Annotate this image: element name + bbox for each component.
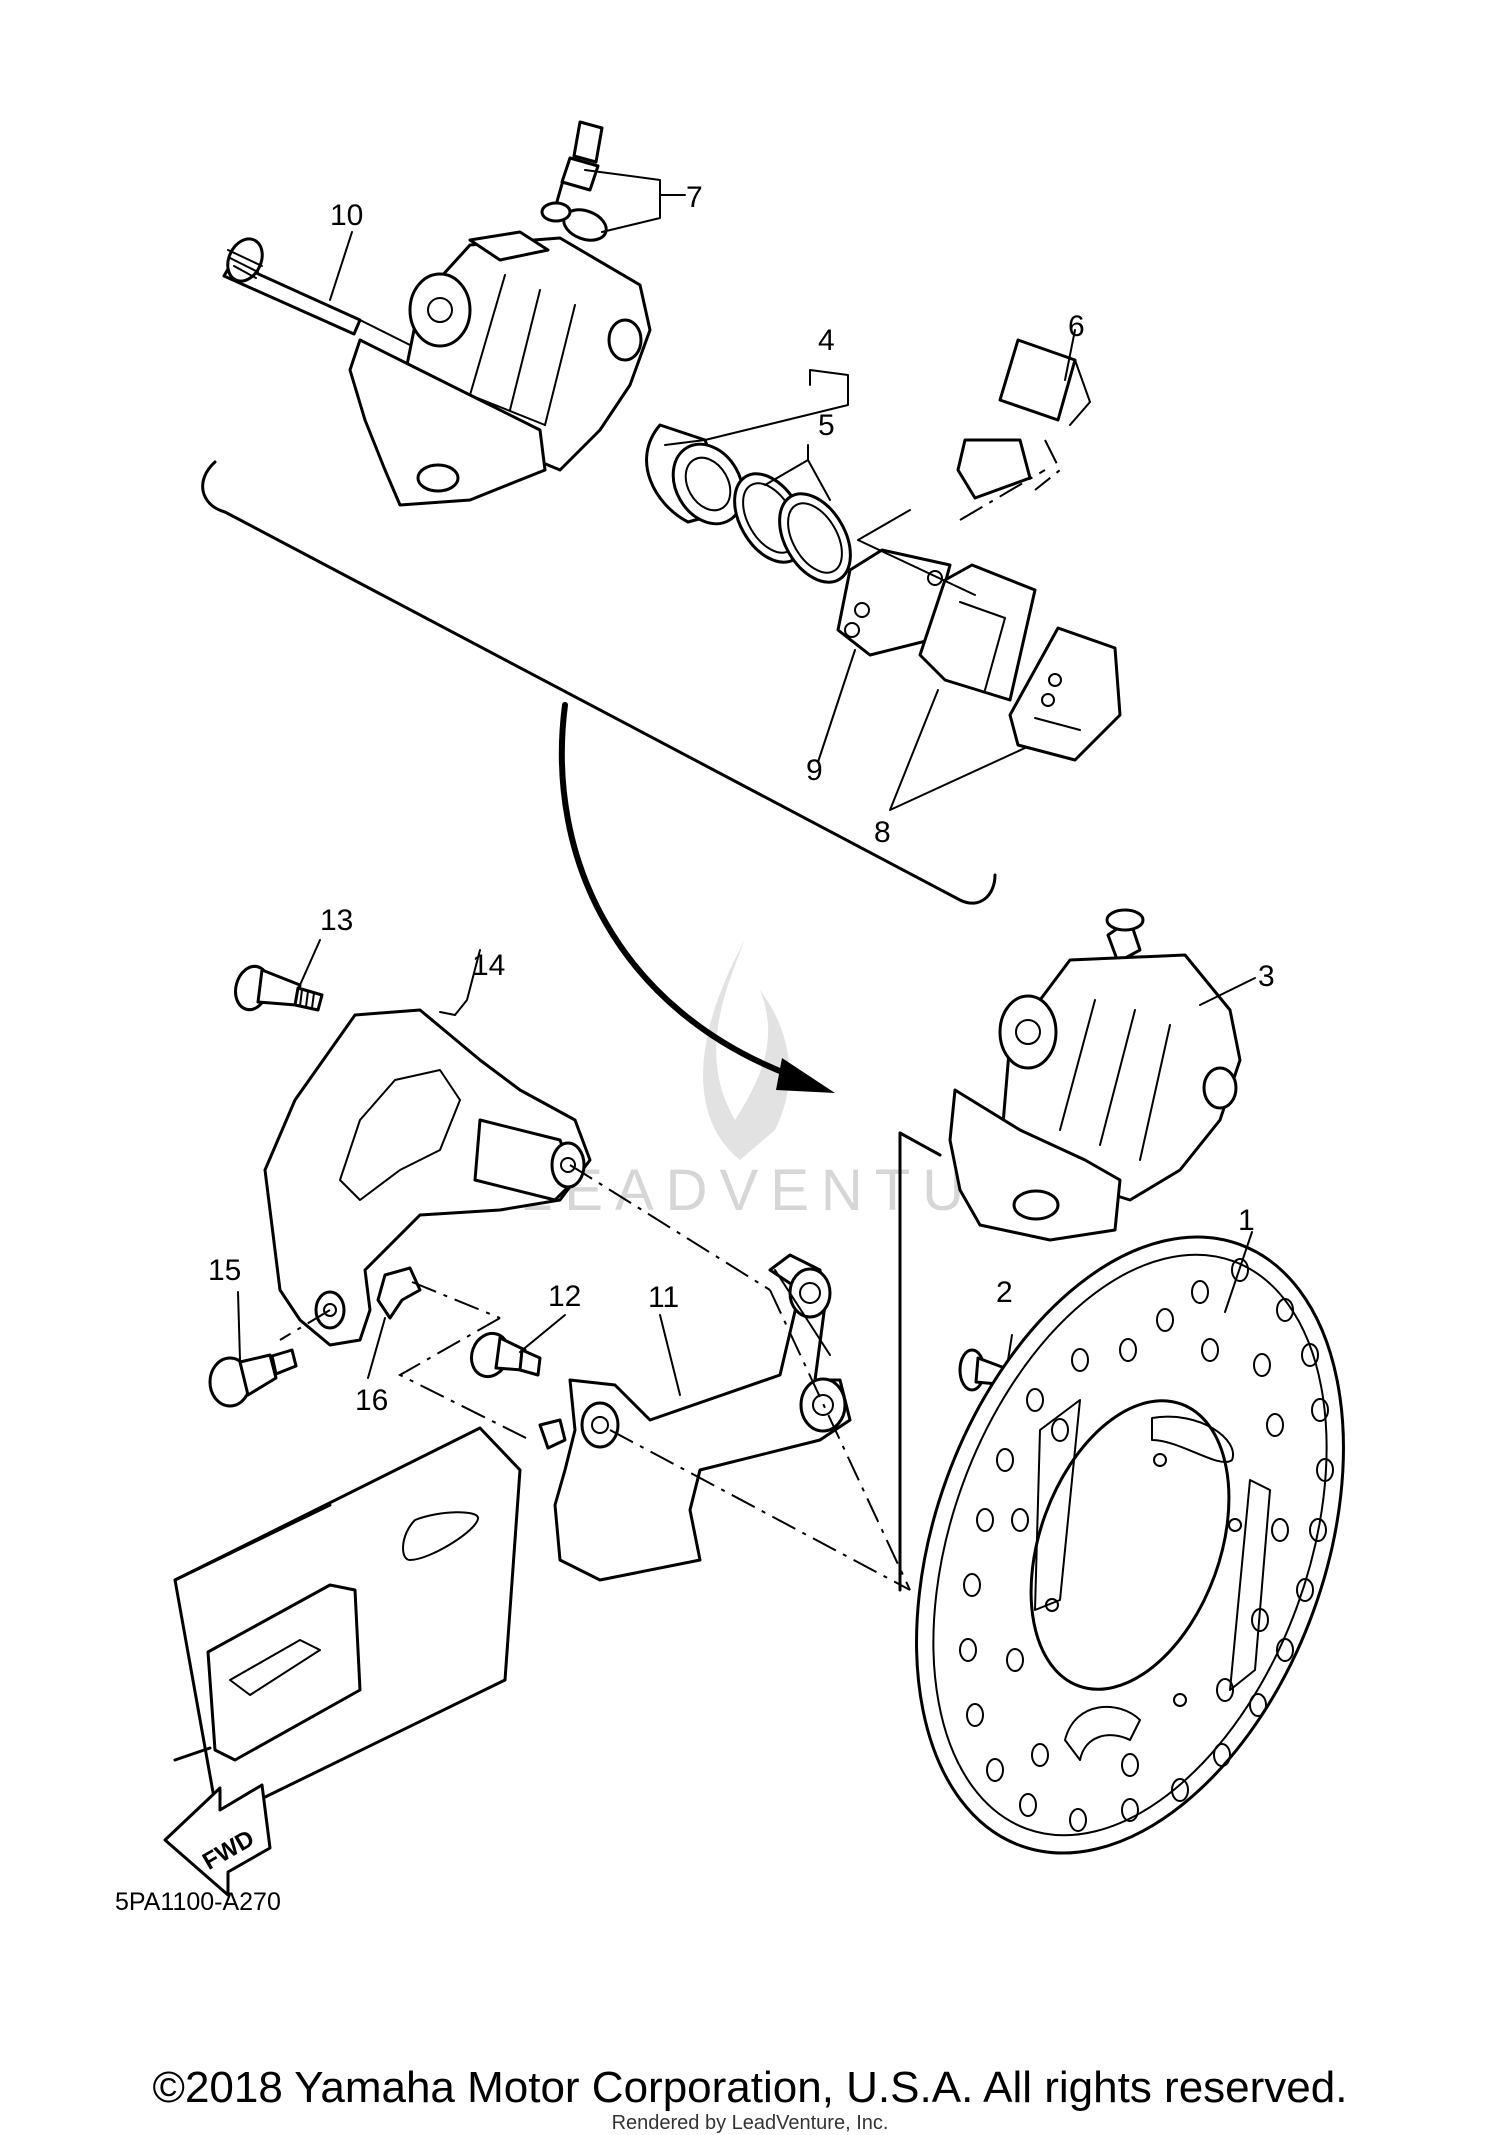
callout-11: 11 <box>648 1281 679 1314</box>
part-13-bolt <box>231 963 322 1014</box>
caliper-group-bracket <box>203 462 995 903</box>
callout-1: 1 <box>1238 1204 1255 1237</box>
part-14-caliper-bracket <box>265 1010 770 1345</box>
part-5-seals <box>720 461 865 594</box>
part-4-piston <box>647 425 757 536</box>
part-11-torque-arm <box>540 1255 910 1590</box>
callout-5: 5 <box>818 409 835 442</box>
part-1-brake-disc <box>837 1178 1422 1913</box>
callout-6: 6 <box>1068 310 1085 343</box>
caliper-body-exploded <box>350 232 650 505</box>
callout-14: 14 <box>472 949 505 982</box>
diagram-part-code: 5PA1100-A270 <box>115 1888 281 1916</box>
part-9-pad-shim <box>838 550 950 655</box>
callout-16: 16 <box>355 1384 388 1417</box>
swing-arm <box>175 1428 520 1820</box>
callout-7: 7 <box>686 181 703 214</box>
part-10-pin-bolt <box>221 233 410 345</box>
part-12-bolt <box>466 1328 540 1382</box>
part-6-pad-spring <box>958 340 1090 498</box>
assembly-arrow <box>562 705 790 1075</box>
part-7-bleed-screw <box>542 122 610 246</box>
disc-vent-holes <box>960 1259 1333 1831</box>
callout-13: 13 <box>320 904 353 937</box>
copyright-notice: ©2018 Yamaha Motor Corporation, U.S.A. A… <box>152 2063 1348 2112</box>
callout-10: 10 <box>330 199 363 232</box>
fwd-arrow-icon: FWD <box>165 1785 270 1895</box>
callout-3: 3 <box>1258 960 1275 993</box>
callout-4: 4 <box>818 324 835 357</box>
part-16-clip <box>378 1268 530 1440</box>
leader-lines <box>238 170 1255 1590</box>
callout-15: 15 <box>208 1254 241 1287</box>
callout-2: 2 <box>996 1276 1013 1309</box>
part-3-caliper-assembly <box>950 910 1240 1240</box>
part-15-flange-bolt <box>210 1350 296 1406</box>
rendered-by-notice: Rendered by LeadVenture, Inc. <box>611 2112 889 2134</box>
callout-9: 9 <box>806 754 823 787</box>
callout-12: 12 <box>548 1280 581 1313</box>
callout-8: 8 <box>874 816 891 849</box>
assembly-arrowhead <box>776 1058 835 1093</box>
callout-labels: 1 2 3 4 5 6 7 8 9 10 11 12 13 14 15 16 <box>208 181 1275 1417</box>
part-8-brake-pads <box>920 565 1120 760</box>
